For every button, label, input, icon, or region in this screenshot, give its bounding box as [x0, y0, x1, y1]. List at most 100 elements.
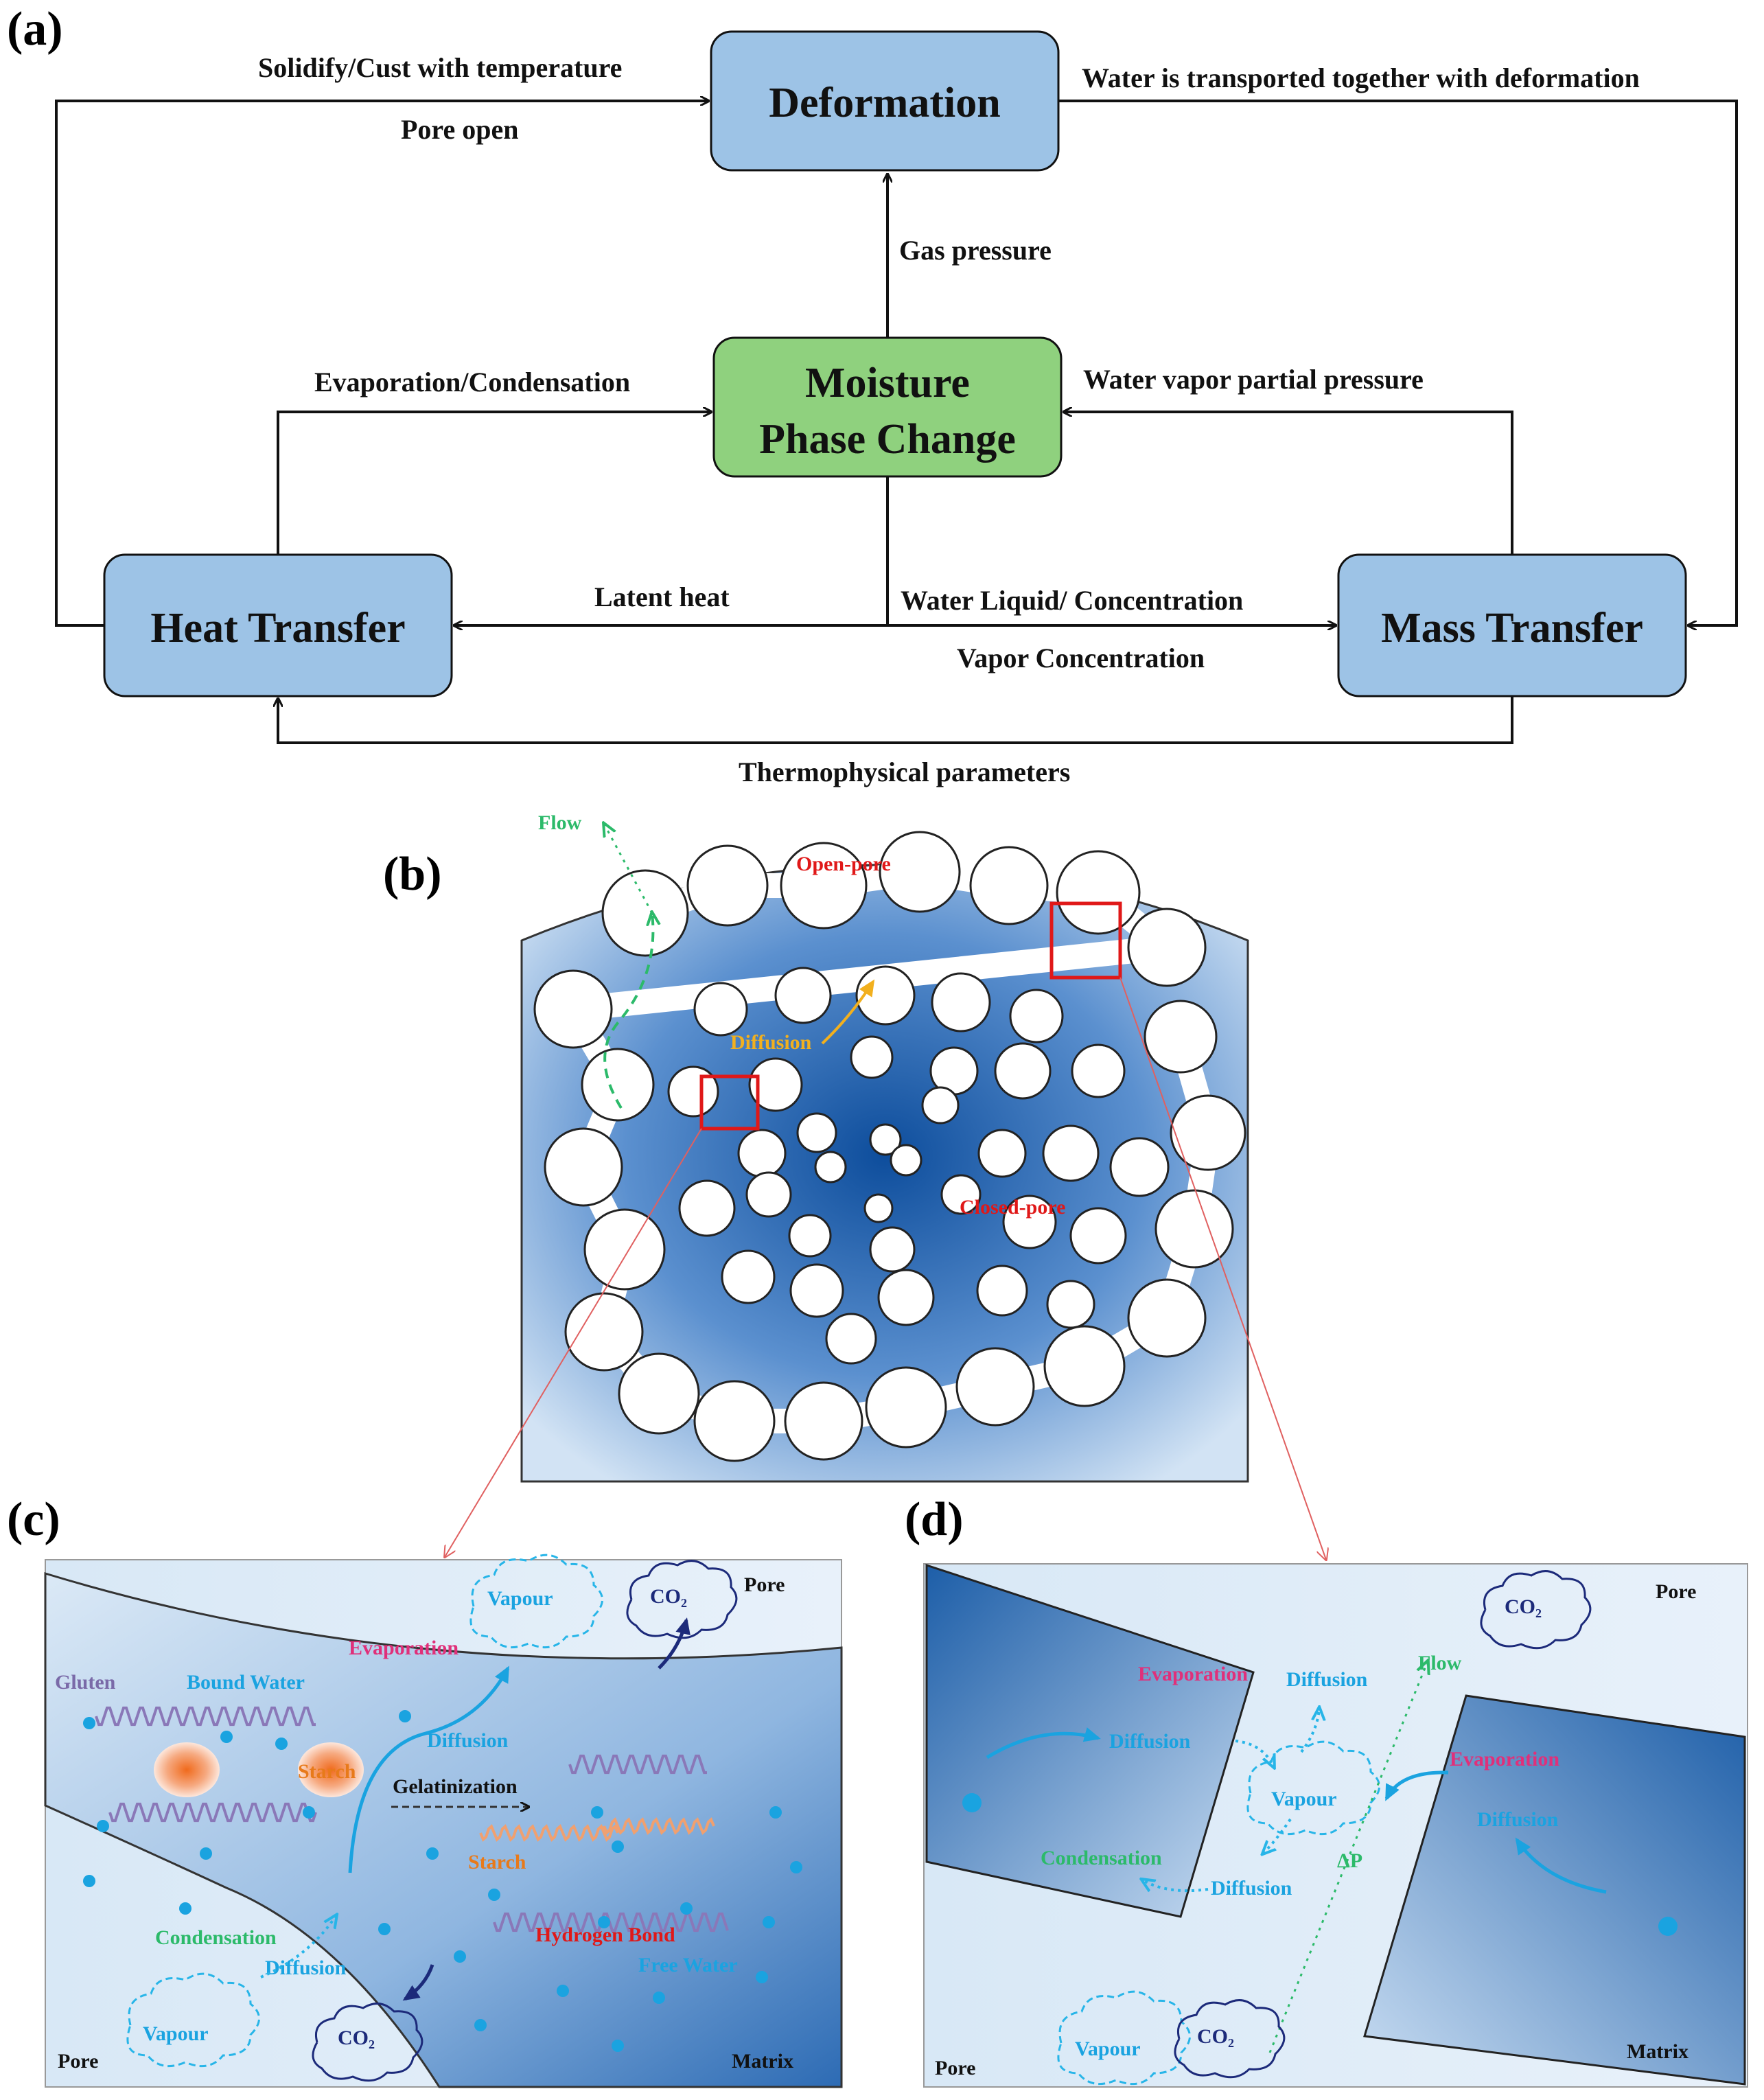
co2-label-c-top: CO₂: [650, 1585, 687, 1608]
water-droplet: [591, 1806, 603, 1819]
diffusion-arrow-d-left: [986, 1727, 1101, 1759]
diffusion-label-b: Diffusion: [730, 1031, 812, 1054]
diffusion-label-d-top: Diffusion: [1286, 1668, 1368, 1691]
panel-label-d: (d): [905, 1493, 964, 1546]
water-droplet: [790, 1861, 802, 1873]
open-pore-circle: [693, 1380, 776, 1462]
closed-pore-circle: [788, 1214, 832, 1258]
evaporation-condensation-label: Evaporation/Condensation: [314, 367, 630, 397]
closed-pore-circle: [976, 1265, 1028, 1317]
open-pore-circle: [780, 842, 868, 930]
water-droplet: [612, 2040, 624, 2052]
panel-label-b: (b): [383, 848, 442, 901]
open-pore-circle: [1127, 908, 1207, 987]
panel-label-a: (a): [7, 3, 63, 56]
pore-open-label: Pore open: [401, 114, 518, 145]
co2-label-c-bottom: CO₂: [338, 2027, 375, 2049]
heat-transfer-box: Heat Transfer: [103, 553, 453, 697]
water-droplet: [303, 1806, 315, 1819]
vapour-cloud-c-bottom: Vapour: [126, 1972, 260, 2068]
open-pore-circle: [1154, 1189, 1234, 1269]
closed-pore-circle: [850, 1035, 894, 1079]
gluten-strand: [568, 1754, 707, 1775]
free-water-label-c: Free Water: [638, 1954, 738, 1976]
water-droplet: [83, 1875, 95, 1887]
open-pore-circle: [1127, 1278, 1207, 1358]
open-pore-circle: [601, 869, 689, 957]
open-pore-label: Open-pore: [796, 853, 891, 875]
open-pore-circle: [544, 1127, 623, 1207]
open-pore-circle: [564, 1292, 644, 1372]
co2-cloud-c-top: CO₂: [626, 1560, 738, 1639]
flow-label-b: Flow: [538, 811, 582, 834]
closed-pore-circle: [796, 1112, 837, 1153]
closed-pore-circle: [940, 1174, 982, 1215]
closed-pore-circle: [737, 1129, 787, 1178]
water-droplet: [557, 1985, 569, 1997]
bound-water-label-c: Bound Water: [187, 1671, 305, 1694]
closed-pore-circle: [1009, 989, 1064, 1043]
open-pore-circle: [784, 1381, 863, 1461]
pore-label-d-top: Pore: [1656, 1580, 1696, 1603]
vapour-label-c-bottom: Vapour: [143, 2022, 209, 2045]
zoom-box-d: [1049, 901, 1122, 980]
pore-label-d-bottom: Pore: [935, 2057, 975, 2079]
open-pore-circle: [955, 1347, 1035, 1427]
open-pore-circle: [1043, 1325, 1126, 1407]
open-pore-circle: [533, 969, 613, 1049]
gluten-strand: [95, 1706, 316, 1727]
matrix-label-c: Matrix: [732, 2050, 793, 2073]
diffusion-label-c-down: Diffusion: [265, 1957, 347, 1979]
evaporation-arrow-d-right: [1384, 1770, 1449, 1801]
open-pore-circle: [1170, 1094, 1246, 1171]
diffusion-arrow-c-down: [260, 1915, 336, 1978]
closed-pore-circle: [1002, 1195, 1057, 1249]
panel-c-scene: [44, 1559, 843, 2088]
water-droplet: [598, 1916, 610, 1928]
closed-pore-circle: [869, 1226, 916, 1273]
diffusion-arrow-d-down: [1263, 1818, 1292, 1854]
co2-label-d-top: CO₂: [1505, 1595, 1542, 1618]
closed-pore-circle: [1046, 1280, 1095, 1329]
closed-pore-circle: [931, 972, 991, 1032]
vapour-cloud-d-center: Vapour: [1246, 1740, 1380, 1836]
closed-pore-circle: [863, 1193, 894, 1223]
flow-arrow-b: [603, 913, 653, 1109]
water-droplet: [474, 2019, 487, 2031]
closed-pore-circle: [977, 1129, 1027, 1178]
water-droplet: [769, 1806, 782, 1819]
water-droplet: [83, 1717, 95, 1729]
diffusion-label-d-lower: Diffusion: [1211, 1877, 1292, 1900]
hydrogen-bond-label-c: Hydrogen Bond: [535, 1924, 675, 1946]
water-transported-label: Water is transported together with defor…: [1082, 62, 1640, 93]
water-droplet: [488, 1889, 500, 1901]
water-liquid-label: Water Liquid/ Concentration: [901, 585, 1243, 616]
latent-heat-label: Latent heat: [594, 581, 730, 612]
water-droplet: [454, 1950, 466, 1963]
water-droplet: [756, 1971, 768, 1983]
gluten-label-c: Gluten: [55, 1671, 116, 1694]
starch-label-c-left: Starch: [298, 1760, 356, 1783]
evaporation-label-c: Evaporation: [349, 1637, 459, 1659]
gelatinization-label-c: Gelatinization: [393, 1775, 518, 1798]
water-droplet: [179, 1902, 192, 1915]
water-droplet: [275, 1738, 288, 1750]
open-pore-circle: [969, 846, 1049, 925]
closed-pore-circle: [745, 1171, 792, 1218]
co2-cloud-d-bottom: CO₂: [1174, 1999, 1286, 2079]
closed-pore-circle: [789, 1263, 844, 1318]
vapour-cloud-d-bottom: Vapour: [1057, 1990, 1191, 2086]
open-pore-circle: [1144, 1000, 1218, 1074]
closed-pore-circle: [890, 1144, 922, 1177]
closed-pore-circle: [877, 1269, 935, 1326]
vapour-label-d-center: Vapour: [1271, 1788, 1337, 1810]
condensation-label-c: Condensation: [155, 1926, 277, 1949]
water-droplet: [680, 1902, 693, 1915]
solidify-label: Solidify/Cust with temperature: [258, 52, 622, 83]
closed-pore-circle: [1042, 1124, 1100, 1182]
vapor-concentration-label: Vapor Concentration: [957, 643, 1205, 673]
vapour-cloud-c-top: Vapour: [469, 1554, 603, 1649]
starch-granule-right: [298, 1742, 364, 1797]
open-pore-circle: [686, 844, 769, 927]
